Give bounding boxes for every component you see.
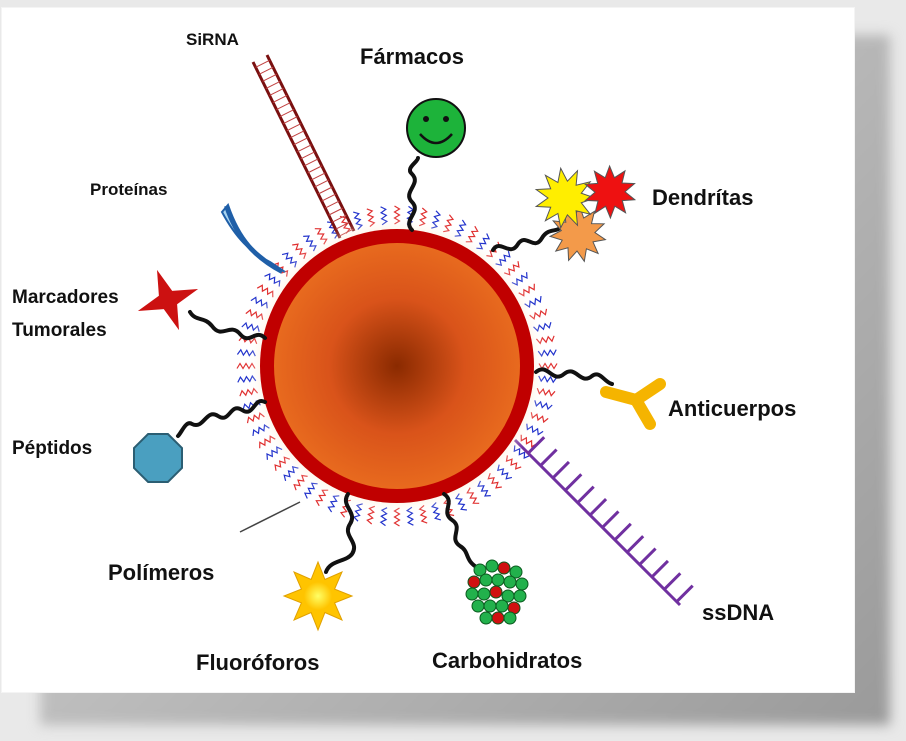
sirna-strand [251,54,356,239]
label-farmacos: Fármacos [360,44,464,69]
sun-fluorophore-icon [282,560,354,632]
label-sirna: SiRNA [186,30,239,49]
sirna-rung [314,179,329,188]
sugar-unit [491,611,505,625]
sugar-unit [515,577,529,591]
linker-carb [442,492,480,570]
label-dendritas: Dendrítas [652,185,754,210]
sirna-rung [279,109,295,118]
sirna-rung [318,186,333,195]
sugar-unit [473,563,487,577]
ssdna-base [539,448,558,467]
sirna-rung [328,207,343,216]
octagon-peptide-icon [133,433,183,483]
ssdna-base [650,559,670,579]
polymer-pointer [239,501,301,533]
sugar-unit [503,611,517,625]
sugar-unit [471,599,485,613]
label-proteinas: Proteínas [90,180,168,199]
sugar-unit [467,575,481,589]
sirna-rung [269,87,284,96]
sirna-rung [276,102,291,110]
sugar-unit [495,599,509,613]
cluster-carbohydrate-icon [465,559,529,625]
ssdna-base [626,535,645,554]
sirna-rung [255,59,270,68]
y-antibody-icon [600,378,666,430]
linker-peptide [176,399,267,438]
sugar-unit [485,559,499,573]
sirna-rung [283,116,298,125]
ssdna-base [663,572,682,591]
sirna-rung [307,165,323,174]
smiley-drug-icon [406,98,466,158]
label-peptidos: Péptidos [12,438,93,459]
sirna-rung [331,214,347,223]
sugar-unit [491,573,505,587]
sirna-rung [300,151,316,160]
sirna-rung [311,172,326,181]
ssdna-base [675,584,694,603]
sirna-rung [321,193,336,202]
sirna-rung [262,73,277,82]
label-tumorales: Tumorales [12,320,107,341]
spiky-dendrite-icon [534,164,637,263]
ssdna-base [613,522,632,541]
label-marcadores: Marcadores [12,287,119,308]
sugar-unit [509,565,523,579]
sugar-unit [483,599,497,613]
sirna-rung [265,80,281,89]
label-carbohidratos: Carbohidratos [432,648,583,673]
linker-drug [407,156,420,232]
sugar-unit [479,611,493,625]
linkers [176,156,614,574]
linker-tumor [188,310,267,341]
label-anticuerpos: Anticuerpos [668,396,797,421]
label-ssdna: ssDNA [702,600,775,625]
ssdna-base [576,485,595,504]
sirna-rung [293,137,309,146]
sugar-unit [503,575,517,589]
ssdna-base [589,498,608,517]
sugar-unit [479,573,493,587]
sugar-unit [513,589,527,603]
sirna-rung [297,144,312,153]
sirna-rung [324,200,340,209]
sugar-unit [465,587,479,601]
ssdna-base [638,547,657,566]
ssdna-strand [513,436,694,607]
sirna-rung [304,158,319,167]
sugar-unit [489,585,503,599]
ssdna-base [601,510,620,529]
sugar-unit [477,587,491,601]
sirna-rung [258,66,274,75]
ssdna-base [527,436,546,455]
linker-antibody [534,367,614,386]
sirna-rung [335,221,350,230]
protein-icon [220,203,286,274]
particle-core [274,243,520,489]
label-fluoroforos: Fluoróforos [196,650,320,675]
linker-fluoro [324,492,356,574]
star-tumor-marker-icon [137,269,199,331]
ssdna-base [564,473,583,492]
sirna-rung [272,95,288,103]
ssdna-base [551,460,571,480]
sirna-rung [290,130,305,139]
linker-dendrite [491,226,562,252]
sugar-unit [497,561,511,575]
sirna-rung [286,123,302,132]
label-polimeros: Polímeros [108,560,215,585]
